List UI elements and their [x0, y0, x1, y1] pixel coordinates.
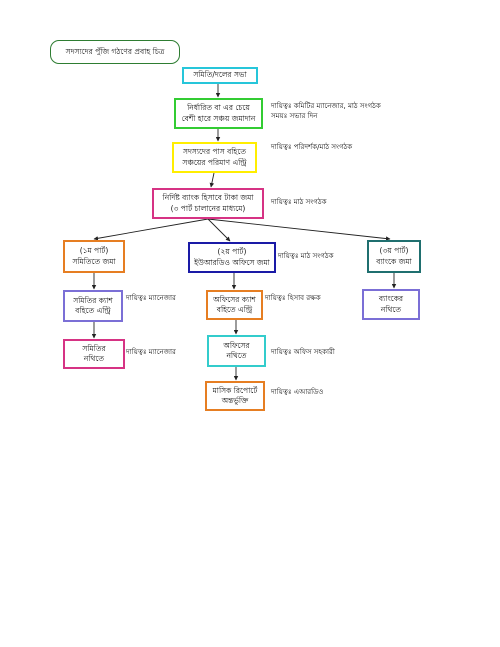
arrow-passbook-bank: [209, 172, 215, 188]
box-deposit: নির্ধারিত বা এর চেয়ে বেশী হারে সঞ্চয় জ…: [174, 98, 263, 129]
box-passbook: সদস্যদের পাস বহিতে সঞ্চয়ের পরিমাণ এন্ট্…: [172, 142, 257, 173]
branch-middle: [207, 218, 231, 242]
note-deposit: দায়িত্বঃ কমিটির ম্যানেজার, মাঠ সংগঠক সম…: [271, 102, 381, 121]
box-part1: (১ম পার্ট) সমিতিতে জমা: [63, 240, 125, 273]
note-monthly-report: দায়িত্বঃ এআরডিও: [271, 388, 324, 396]
box-samity-cash: সমিতির ক্যাশ বহিতে এন্ট্রি: [63, 290, 123, 322]
note-passbook: দায়িত্বঃ পরিদর্শক/মাঠ সংগঠক: [271, 143, 353, 151]
note-samity-cash: দায়িত্বঃ ম্যানেজার: [126, 294, 176, 302]
box-meeting: সমিতি/দলের সভা: [182, 67, 258, 84]
box-office-file: অফিসের নথিতে: [207, 335, 266, 367]
note-samity-file: দায়িত্বঃ ম্যানেজার: [126, 348, 176, 356]
box-part2: (২য় পার্ট) ইউআরডিও অফিসে জমা: [188, 242, 276, 273]
box-bank-deposit: নির্দিষ্ট ব্যাংক হিসাবে টাকা জমা (৩ পার্…: [152, 188, 264, 219]
box-bank-file: ব্যাংকের নথিতে: [362, 289, 420, 320]
note-office-cash: দায়িত্বঃ হিসাব রক্ষক: [265, 294, 321, 302]
branch-left: [93, 218, 209, 241]
box-monthly-report: মাসিক রিপোর্টে অন্তর্ভুক্তি: [205, 381, 265, 411]
box-office-cash: অফিসের ক্যাশ বহিতে এন্ট্রি: [206, 290, 263, 320]
note-office-file: দায়িত্বঃ অফিস সহকারী: [271, 348, 335, 356]
flow-title-text: সদস্যদের পুঁজি গঠণের প্রবাহ চিত্র: [65, 46, 165, 56]
box-samity-file: সমিতির নথিতে: [63, 339, 125, 369]
branch-right: [207, 218, 391, 241]
flow-title: সদস্যদের পুঁজি গঠণের প্রবাহ চিত্র: [50, 40, 180, 64]
note-bank-deposit: দায়িত্বঃ মাঠ সংগঠক: [271, 198, 327, 206]
box-part3: (৩য় পার্ট) ব্যাংকে জমা: [367, 240, 421, 273]
note-part2: দায়িত্বঃ মাঠ সংগঠক: [278, 252, 334, 260]
